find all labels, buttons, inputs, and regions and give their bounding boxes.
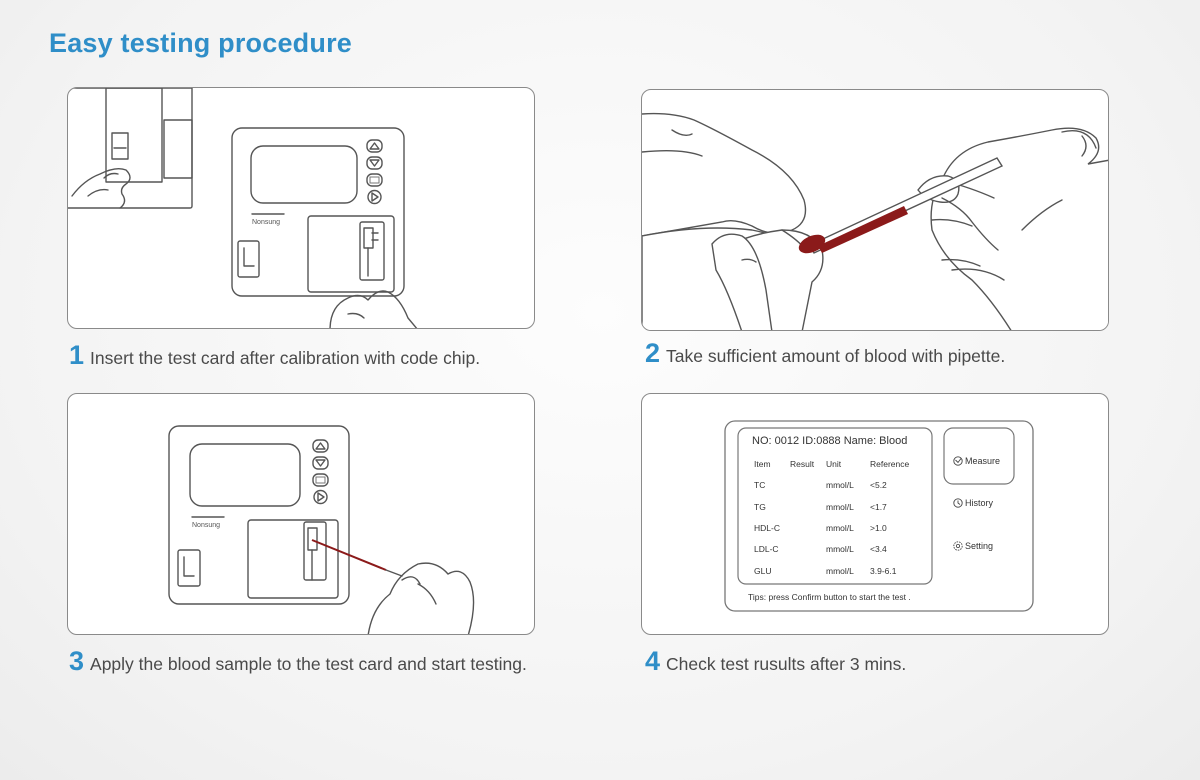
row-ref: <3.4	[870, 544, 887, 554]
row-ref: 3.9-6.1	[870, 566, 897, 576]
step-text: Take sufficient amount of blood with pip…	[666, 346, 1006, 366]
measure-button[interactable]	[943, 427, 1015, 485]
row-ref: <5.2	[870, 480, 887, 490]
results-panel	[737, 427, 933, 585]
step-4-caption: 4 Check test rusults after 3 mins.	[645, 646, 906, 677]
row-item: TG	[754, 502, 766, 512]
device-brand: Nonsung	[192, 522, 220, 529]
screen-header: NO: 0012 ID:0888 Name: Blood	[752, 435, 907, 447]
col-reference: Reference	[870, 459, 909, 469]
step-1-illustration: Nonsung	[67, 87, 535, 329]
step-4-illustration: NO: 0012 ID:0888 Name: Blood Item Result…	[641, 393, 1109, 635]
gear-icon	[953, 541, 963, 551]
step-3-caption: 3 Apply the blood sample to the test car…	[69, 646, 527, 677]
measure-label[interactable]: Measure	[965, 456, 1000, 466]
menu-icon	[312, 473, 329, 487]
row-item: GLU	[754, 566, 771, 576]
row-item: TC	[754, 480, 765, 490]
step-3-illustration: Nonsung	[67, 393, 535, 635]
row-ref: <1.7	[870, 502, 887, 512]
device-brand: Nonsung	[252, 219, 280, 226]
step-number: 2	[645, 338, 661, 368]
step-number: 3	[69, 646, 85, 676]
row-unit: mmol/L	[826, 523, 854, 533]
step-text: Check test rusults after 3 mins.	[666, 654, 907, 674]
play-icon	[313, 489, 328, 505]
col-result: Result	[790, 459, 815, 469]
arrow-down-icon	[312, 456, 329, 470]
row-unit: mmol/L	[826, 544, 854, 554]
row-item: LDL-C	[754, 544, 779, 554]
arrow-down-icon	[366, 156, 383, 170]
row-unit: mmol/L	[826, 502, 854, 512]
col-unit: Unit	[826, 459, 842, 469]
row-ref: >1.0	[870, 523, 887, 533]
menu-icon	[366, 173, 383, 187]
row-unit: mmol/L	[826, 566, 854, 576]
step-2-illustration	[641, 89, 1109, 331]
history-icon	[953, 498, 963, 508]
arrow-up-icon	[366, 139, 383, 153]
row-item: HDL-C	[754, 523, 780, 533]
play-icon	[367, 189, 382, 205]
step-2-caption: 2 Take sufficient amount of blood with p…	[645, 338, 1005, 369]
screen-tips: Tips: press Confirm button to start the …	[748, 592, 911, 602]
arrow-up-icon	[312, 439, 329, 453]
col-item: Item	[754, 459, 771, 469]
page-title: Easy testing procedure	[49, 28, 352, 58]
step-text: Apply the blood sample to the test card …	[90, 654, 527, 674]
step-number: 1	[69, 340, 85, 370]
step-text: Insert the test card after calibration w…	[90, 348, 481, 368]
step-number: 4	[645, 646, 661, 676]
step-1-caption: 1 Insert the test card after calibration…	[69, 340, 480, 371]
setting-label[interactable]: Setting	[965, 541, 993, 551]
row-unit: mmol/L	[826, 480, 854, 490]
history-label[interactable]: History	[965, 498, 994, 508]
measure-icon	[953, 456, 963, 466]
